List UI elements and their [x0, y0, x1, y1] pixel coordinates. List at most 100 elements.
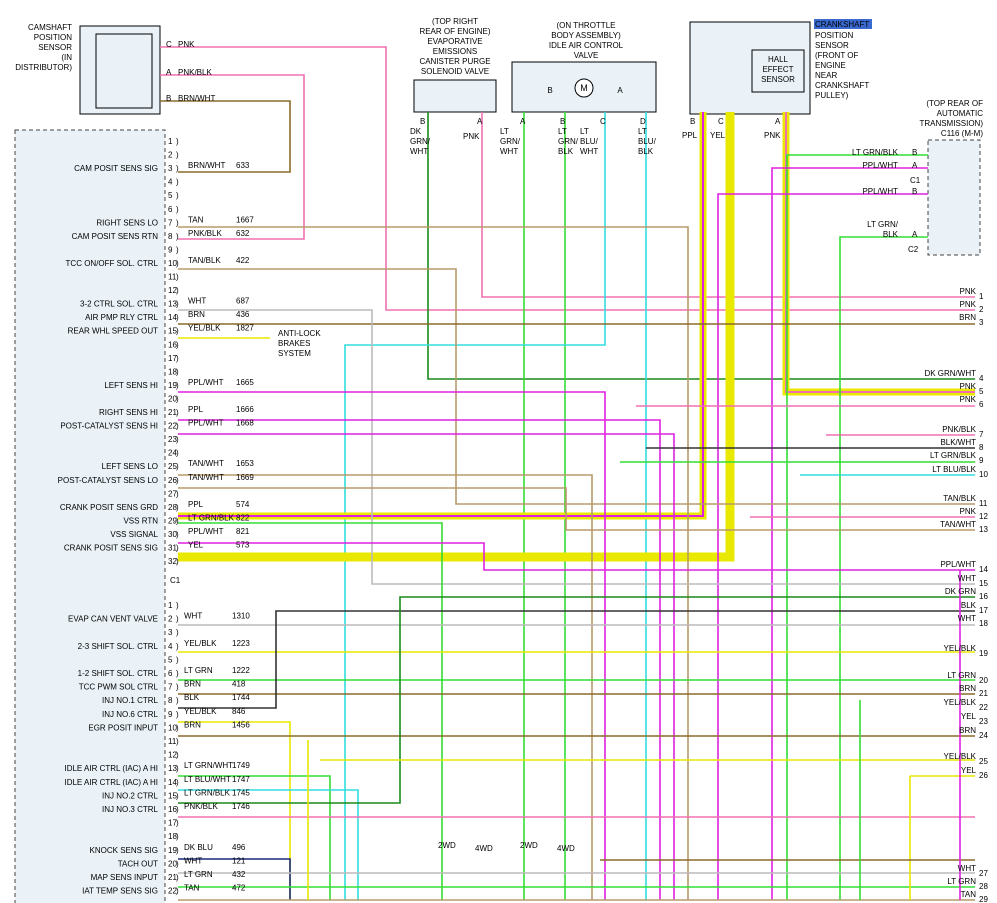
pcm-pin-number: 11: [168, 737, 177, 746]
pcm-pin-number: 18: [168, 367, 177, 376]
pcm-circuit-number: 1667: [236, 215, 254, 224]
output-number: 18: [979, 619, 988, 628]
pin-bracket: ): [176, 422, 179, 431]
pin-bracket: ): [176, 696, 179, 705]
evap-pin: B: [420, 117, 425, 126]
pcm-wire-color: PNK/BLK: [184, 802, 218, 811]
wire: [839, 236, 928, 900]
pcm-pin-number: 30: [168, 530, 177, 539]
wire-label: BRN/WHT: [178, 94, 215, 103]
pcm-wire-color: WHT: [184, 856, 202, 865]
pin-bracket: ): [176, 819, 179, 828]
pcm-wire-color: LT BLU/WHT: [184, 775, 231, 784]
pcm-wire-color: PPL: [188, 405, 204, 414]
wire-label: PPL/WHT: [862, 187, 898, 196]
pcm-function-label: MAP SENS INPUT: [91, 873, 159, 882]
pcm-pin-number: 3: [168, 628, 173, 637]
pcm-function-label: CAM POSIT SENS RTN: [72, 232, 159, 241]
pcm-wire-color: YEL/BLK: [184, 707, 217, 716]
pcm-wire-color: PPL/WHT: [188, 527, 224, 536]
pin-bracket: ): [176, 805, 179, 814]
pcm-pin-number: 14: [168, 778, 177, 787]
output-number: 25: [979, 757, 988, 766]
pin-bracket: ): [176, 476, 179, 485]
pcm-wire-color: WHT: [188, 297, 206, 306]
pcm-function-label: KNOCK SENS SIG: [90, 846, 158, 855]
evap-solenoid-box[interactable]: [413, 79, 497, 113]
wire-label: WHT: [580, 147, 598, 156]
trans-connector-box[interactable]: [927, 139, 981, 256]
pcm-function-label: INJ NO.3 CTRL: [102, 805, 159, 814]
pcm-wire-color: BRN: [184, 680, 201, 689]
output-wire-color: YEL: [961, 766, 977, 775]
output-number: 12: [979, 512, 988, 521]
pin-bracket: ): [176, 286, 179, 295]
pcm-function-label: TACH OUT: [118, 859, 158, 868]
svg-text:C116 (M-M): C116 (M-M): [941, 129, 983, 138]
svg-text:A: A: [617, 86, 623, 95]
pcm-circuit-number: 687: [236, 297, 250, 306]
wire-label: WHT: [410, 147, 428, 156]
output-number: 10: [979, 470, 988, 479]
pin-bracket: ): [176, 137, 179, 146]
camshaft-sensor-box[interactable]: [79, 25, 161, 115]
output-wire-color: YEL/BLK: [944, 752, 977, 761]
pcm-pin-number: 15: [168, 327, 177, 336]
pin-bracket: ): [176, 340, 179, 349]
output-wire-color: YEL/BLK: [944, 644, 977, 653]
pcm-wire-color: LT GRN/WHT: [184, 761, 233, 770]
output-number: 2: [979, 305, 984, 314]
pcm-pin-number: 1: [168, 601, 173, 610]
svg-text:B: B: [547, 86, 552, 95]
drive-label: 2WD: [438, 841, 456, 850]
pcm-pin-number: 12: [168, 286, 177, 295]
pcm-function-label: IDLE AIR CTRL (IAC) A HI: [64, 778, 158, 787]
pcm-pin-number: 10: [168, 723, 177, 732]
wire: [178, 112, 732, 559]
pin-bracket: ): [176, 300, 179, 309]
wire: [481, 112, 975, 298]
pcm-circuit-number: 422: [236, 256, 250, 265]
pcm-pin-number: 4: [168, 178, 173, 187]
output-wire-color: TAN/BLK: [943, 494, 976, 503]
pin-bracket: ): [176, 259, 179, 268]
pcm-pin-number: 20: [168, 859, 177, 868]
output-wire-color: LT BLU/BLK: [932, 465, 976, 474]
pcm-function-label: EVAP CAN VENT VALVE: [68, 615, 158, 624]
pcm-wire-color: TAN: [184, 884, 200, 893]
pin-bracket: ): [176, 178, 179, 187]
output-wire-color: WHT: [958, 864, 976, 873]
output-number: 1: [979, 292, 984, 301]
output-wire-color: BRN: [959, 313, 976, 322]
pcm-function-label: IAT TEMP SENS SIG: [82, 887, 158, 896]
svg-text:(FRONT OF: (FRONT OF: [815, 51, 859, 60]
iac-pin: D: [640, 117, 646, 126]
pcm-wire-color: TAN/BLK: [188, 256, 221, 265]
wire: [178, 721, 291, 900]
wire: [717, 193, 928, 900]
output-wire-color: TAN: [961, 890, 977, 899]
pcm-wire-color: TAN/WHT: [188, 459, 224, 468]
crank-label: CRANKSHAFT POSITION SENSOR (FRONT OF ENG…: [761, 19, 872, 100]
wire-label: GRN/: [558, 137, 579, 146]
pcm-pin-number: 19: [168, 381, 177, 390]
wire: [160, 100, 291, 173]
output-wire-color: BLK/WHT: [940, 438, 976, 447]
output-number: 4: [979, 374, 984, 383]
wire: [344, 112, 606, 900]
pcm-circuit-number: 846: [232, 707, 246, 716]
pcm-circuit-number: 633: [236, 161, 250, 170]
svg-text:(ON THROTTLE: (ON THROTTLE: [557, 21, 616, 30]
wire: [178, 596, 975, 804]
iac-pin: B: [560, 117, 565, 126]
pcm-pin-number: 23: [168, 435, 177, 444]
pcm-function-label: TCC ON/OFF SOL. CTRL: [66, 259, 159, 268]
output-number: 11: [979, 499, 988, 508]
pin-bracket: ): [176, 164, 179, 173]
pcm-circuit-number: 436: [236, 310, 250, 319]
pin-bracket: ): [176, 791, 179, 800]
pin-bracket: ): [176, 764, 179, 773]
output-wire-color: PPL/WHT: [940, 560, 976, 569]
svg-text:BODY ASSEMBLY): BODY ASSEMBLY): [551, 31, 621, 40]
hall-effect-box: [751, 49, 805, 93]
